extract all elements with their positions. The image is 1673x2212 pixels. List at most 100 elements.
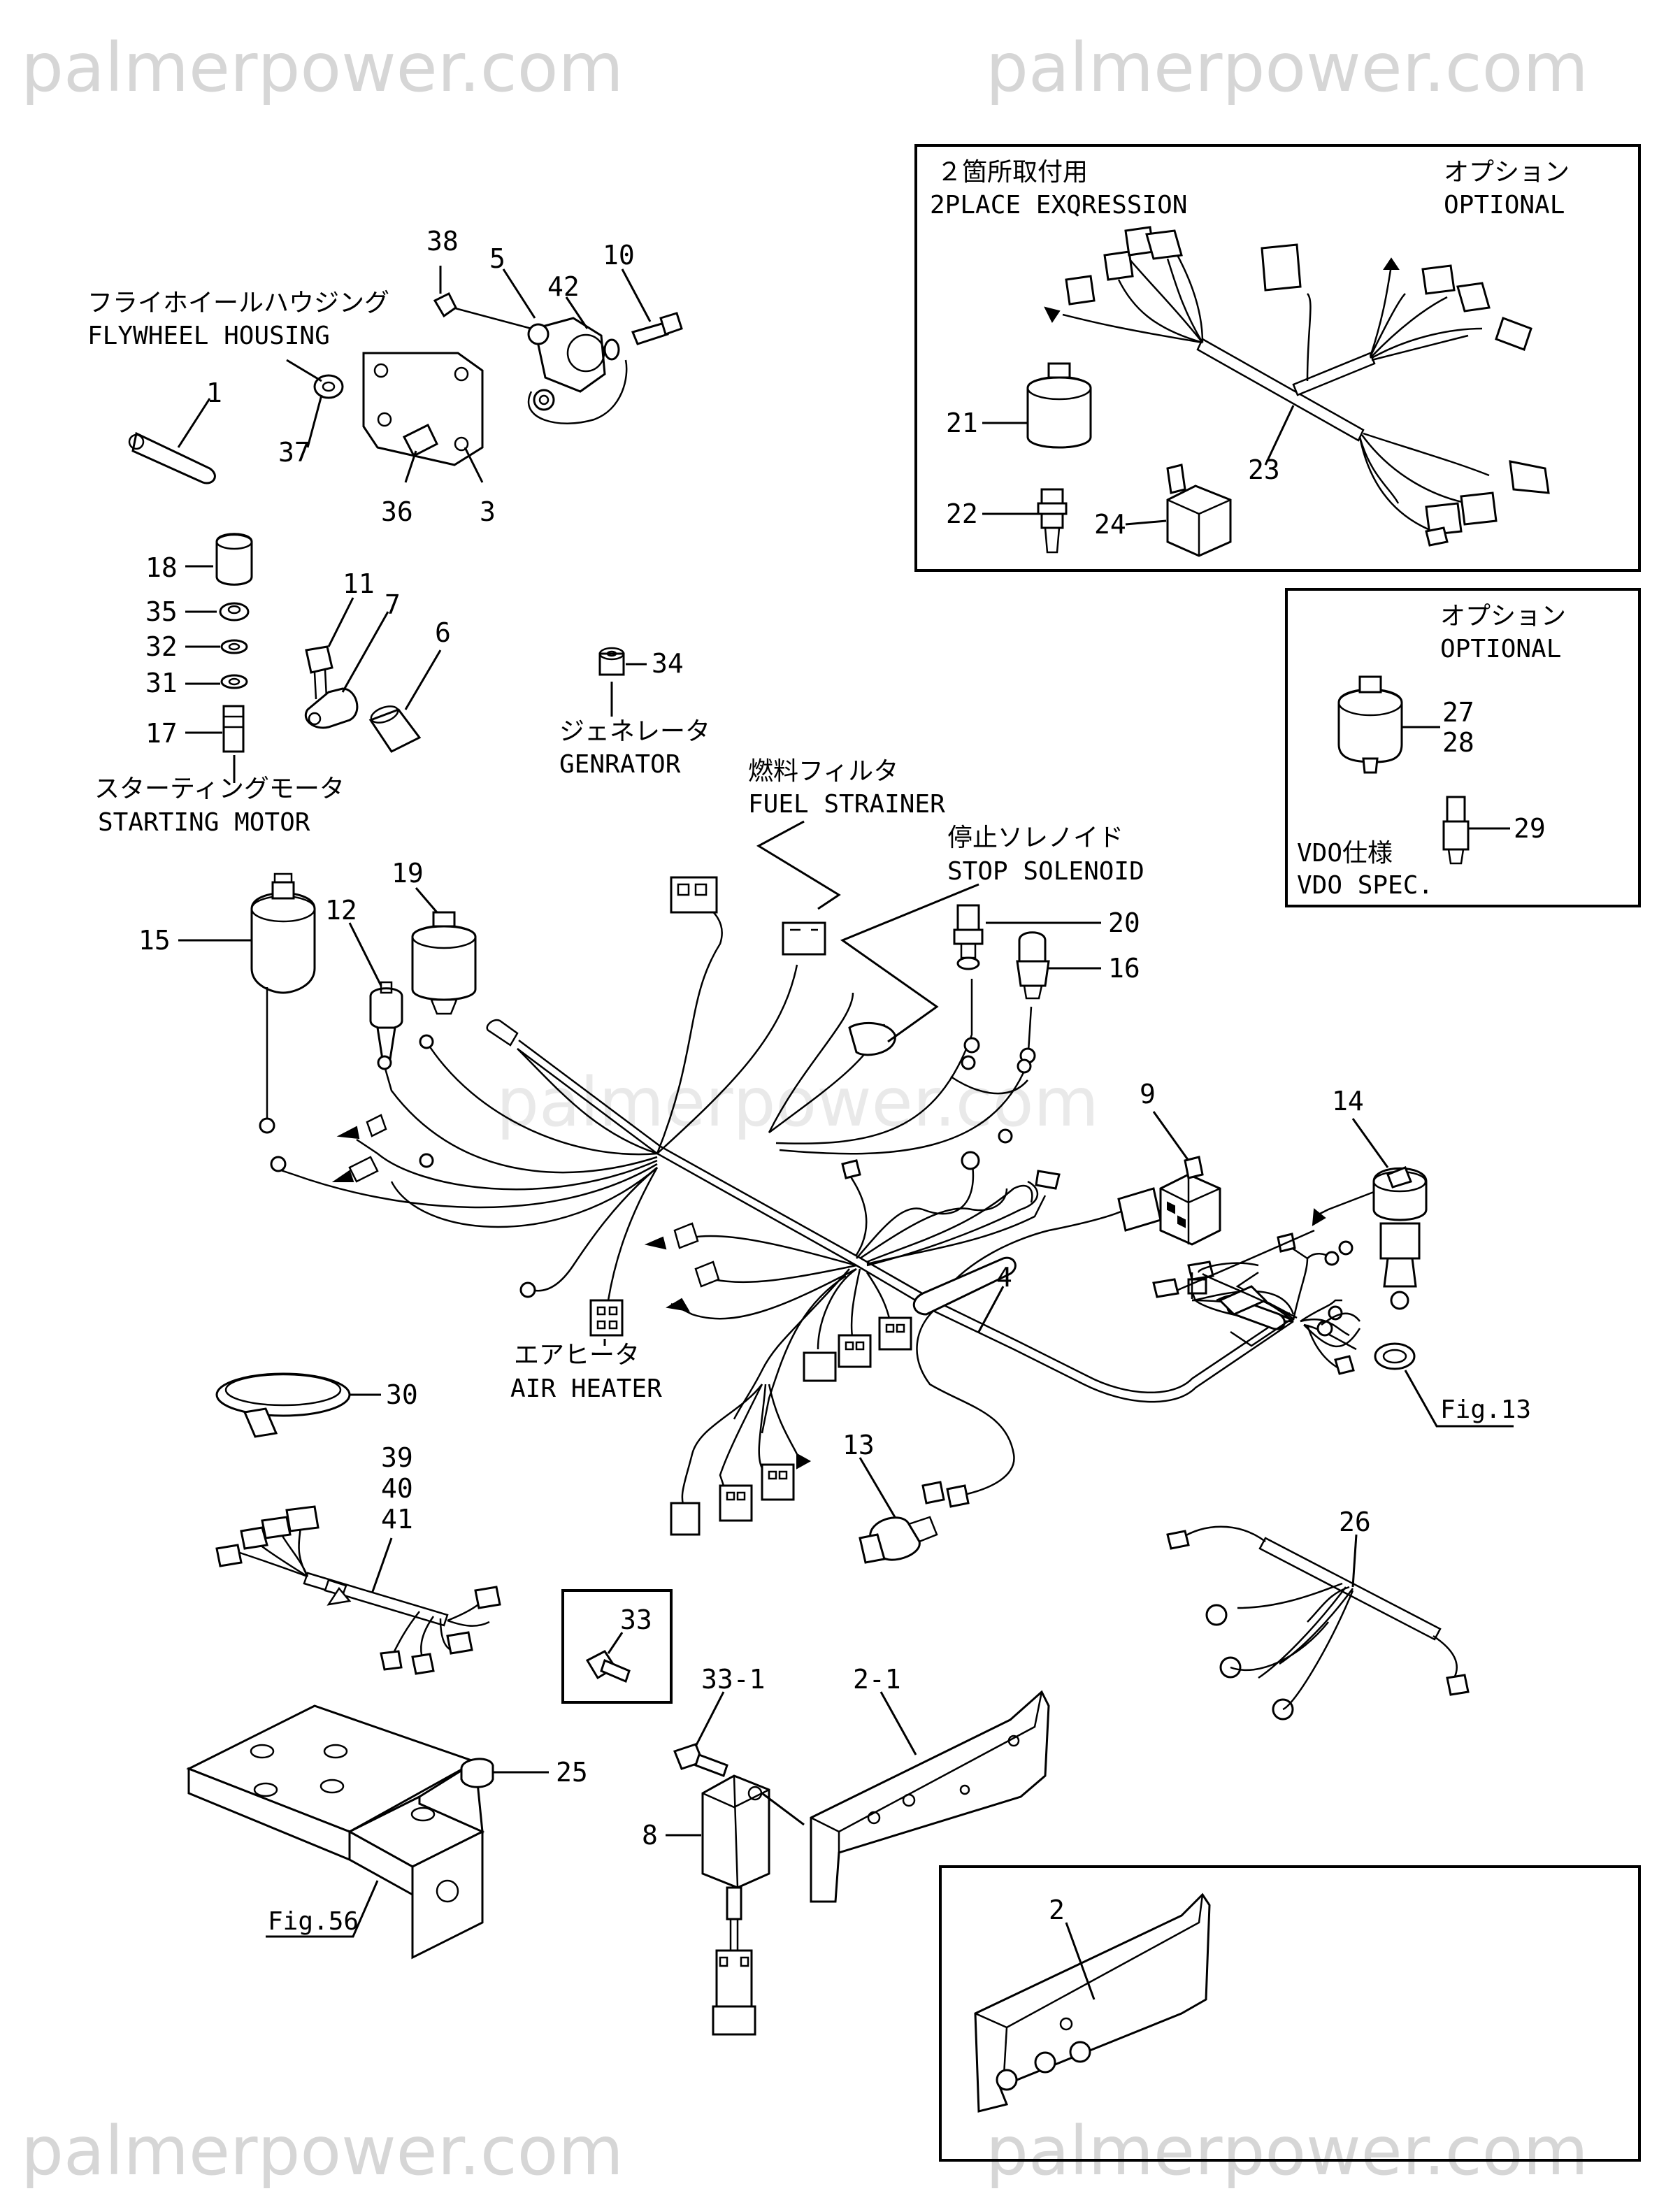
callout-25: 25 bbox=[556, 1757, 588, 1788]
box1-left-en: 2PLACE EXQRESSION bbox=[930, 191, 1187, 220]
callout-13: 13 bbox=[842, 1430, 875, 1460]
stop-solenoid-jp: 停止ソレノイド bbox=[947, 824, 1123, 852]
optional-vdo-frame bbox=[1285, 588, 1641, 907]
nut-35 bbox=[219, 602, 250, 622]
resistor-fuel bbox=[848, 1021, 896, 1056]
watermark-center: palmerpower.com bbox=[496, 1063, 1099, 1142]
starting-motor-group: 18 35 32 31 17 スターティングモータ STARTING MOTOR… bbox=[94, 533, 451, 837]
harness-26-group: 26 bbox=[1166, 1507, 1470, 1721]
sensor-group-left: 15 12 19 bbox=[138, 858, 477, 1134]
switch-20 bbox=[956, 904, 980, 931]
callout-1: 1 bbox=[206, 378, 222, 408]
switch-16 bbox=[1018, 931, 1047, 963]
bracket-2-box: 2 bbox=[939, 1865, 1641, 2162]
sender-27-28 bbox=[1337, 688, 1403, 763]
plug-25 bbox=[460, 1758, 494, 1788]
callout-3: 3 bbox=[480, 496, 496, 527]
watermark-top-left: palmerpower.com bbox=[21, 29, 624, 107]
generator-jp: ジェネレータ bbox=[559, 717, 710, 746]
generator-group: 34 ジェネレータ GENRATOR bbox=[559, 647, 710, 779]
washer-32 bbox=[220, 639, 248, 654]
watermark-bottom-right: palmerpower.com bbox=[986, 2112, 1588, 2190]
flywheel-housing-group: フライホイールハウジング FLYWHEEL HOUSING bbox=[87, 226, 683, 527]
callout-8: 8 bbox=[642, 1820, 658, 1851]
connector-b3 bbox=[761, 1463, 795, 1501]
connector-c3 bbox=[878, 1316, 912, 1351]
box1-left-jp: ２箇所取付用 bbox=[937, 158, 1088, 187]
callout-17: 17 bbox=[145, 718, 178, 749]
connector-b2 bbox=[719, 1484, 753, 1522]
callout-22: 22 bbox=[946, 498, 978, 529]
washer-31 bbox=[220, 674, 248, 689]
callout-37: 37 bbox=[278, 437, 310, 468]
washer-42 bbox=[603, 338, 620, 361]
watermark-top-right: palmerpower.com bbox=[986, 29, 1588, 107]
callout-7: 7 bbox=[385, 589, 401, 620]
bolt-33-box: 33 bbox=[561, 1589, 673, 1704]
key-switch-14 bbox=[1372, 1167, 1428, 1221]
callout-2-1: 2-1 bbox=[853, 1664, 901, 1695]
callout-14: 14 bbox=[1332, 1086, 1364, 1116]
callout-29: 29 bbox=[1514, 813, 1546, 844]
flywheel-housing-en: FLYWHEEL HOUSING bbox=[87, 322, 330, 350]
stop-solenoid-en: STOP SOLENOID bbox=[947, 857, 1144, 886]
starting-motor-en: STARTING MOTOR bbox=[98, 808, 310, 837]
sender-15 bbox=[250, 892, 316, 994]
callout-11: 11 bbox=[343, 568, 375, 599]
callout-38: 38 bbox=[426, 226, 459, 257]
connector-fuel bbox=[782, 921, 826, 956]
callout-33-1: 33-1 bbox=[701, 1664, 766, 1695]
sender-21 bbox=[1026, 376, 1092, 449]
callout-9: 9 bbox=[1140, 1079, 1156, 1109]
box2-en: OPTIONAL bbox=[1440, 635, 1561, 663]
air-heater-jp: エアヒータ bbox=[514, 1341, 640, 1370]
callout-26: 26 bbox=[1339, 1507, 1371, 1537]
flywheel-sensor bbox=[533, 317, 606, 393]
connector-c1 bbox=[803, 1351, 837, 1382]
vdo-spec-en: VDO SPEC. bbox=[1297, 871, 1433, 900]
watermark-bottom-left: palmerpower.com bbox=[21, 2112, 624, 2190]
fuel-strainer-en: FUEL STRAINER bbox=[748, 790, 945, 819]
callout-6: 6 bbox=[435, 617, 451, 648]
cable-tie-group: 30 bbox=[215, 1372, 418, 1438]
callout-36: 36 bbox=[381, 496, 413, 527]
callout-35: 35 bbox=[145, 596, 178, 627]
fuel-strainer-jp: 燃料フィルタ bbox=[748, 757, 898, 786]
bracket-2-1 bbox=[810, 1690, 1050, 1903]
nut-38 bbox=[433, 292, 457, 318]
clamp-7 bbox=[305, 687, 359, 729]
callout-16: 16 bbox=[1108, 953, 1140, 984]
air-heater-en: AIR HEATER bbox=[510, 1374, 662, 1403]
flywheel-housing-jp: フライホイールハウジング bbox=[87, 289, 389, 317]
fig-56-ref: Fig.56 bbox=[268, 1907, 359, 1936]
switch-12 bbox=[369, 987, 403, 1030]
callout-33: 33 bbox=[620, 1604, 652, 1635]
relay-9-group: 9 bbox=[1140, 1079, 1221, 1246]
controller-8-group: 33-1 8 bbox=[642, 1664, 770, 2036]
switch-29 bbox=[1446, 796, 1466, 823]
callout-18: 18 bbox=[145, 552, 178, 583]
bracket-2-frame bbox=[939, 1865, 1641, 2162]
connector-c2 bbox=[838, 1334, 872, 1368]
callout-42: 42 bbox=[547, 271, 580, 302]
bracket-2-1-group: 2-1 bbox=[761, 1664, 1050, 1903]
sleeve-6 bbox=[368, 708, 422, 753]
bolt-11 bbox=[305, 645, 333, 674]
connector-air-heater bbox=[589, 1299, 624, 1337]
callout-21: 21 bbox=[946, 408, 978, 438]
bolt-33-frame bbox=[561, 1589, 673, 1704]
box2-jp: オプション bbox=[1440, 602, 1566, 631]
callout-32: 32 bbox=[145, 631, 178, 662]
callout-15: 15 bbox=[138, 925, 171, 956]
switch-13-group: 13 bbox=[842, 1430, 938, 1564]
generator-en: GENRATOR bbox=[559, 750, 681, 779]
connector-b1 bbox=[670, 1502, 701, 1536]
callout-2: 2 bbox=[1049, 1895, 1065, 1925]
main-harness: 4 bbox=[270, 876, 1361, 1536]
o-ring bbox=[1374, 1342, 1416, 1370]
callout-28: 28 bbox=[1442, 727, 1474, 758]
callout-20: 20 bbox=[1108, 907, 1140, 938]
sender-19 bbox=[411, 925, 477, 1001]
callout-34: 34 bbox=[652, 648, 684, 679]
air-heater-group: エアヒータ AIR HEATER bbox=[510, 1339, 662, 1403]
